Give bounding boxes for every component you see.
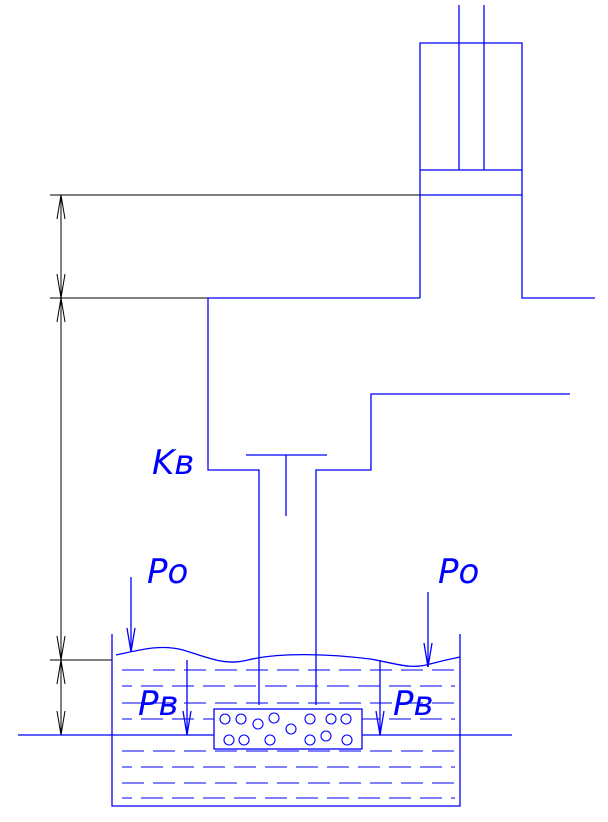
pipe-left-wall xyxy=(207,297,420,705)
pressure-arrows xyxy=(126,577,433,736)
cylinder-assembly xyxy=(419,5,595,299)
label-p0-right: Po xyxy=(438,552,479,592)
dimension-lines xyxy=(50,194,420,736)
tank-walls xyxy=(111,634,461,807)
label-kv: Kв xyxy=(152,443,194,483)
cylinder-wall xyxy=(419,42,595,299)
suction-pipe xyxy=(207,297,570,705)
label-pv-right: Pв xyxy=(393,684,434,724)
label-pv-left: Pв xyxy=(138,684,179,724)
strainer-filter xyxy=(213,708,363,750)
liquid-surface xyxy=(115,646,461,667)
reservoir xyxy=(18,634,512,807)
pipe-right-wall xyxy=(315,393,570,705)
liquid-hatching xyxy=(122,669,455,799)
filter-holes xyxy=(219,712,353,746)
dimension-arrows xyxy=(56,194,66,736)
valve-symbol xyxy=(246,454,327,516)
label-p0-left: Po xyxy=(147,552,188,592)
